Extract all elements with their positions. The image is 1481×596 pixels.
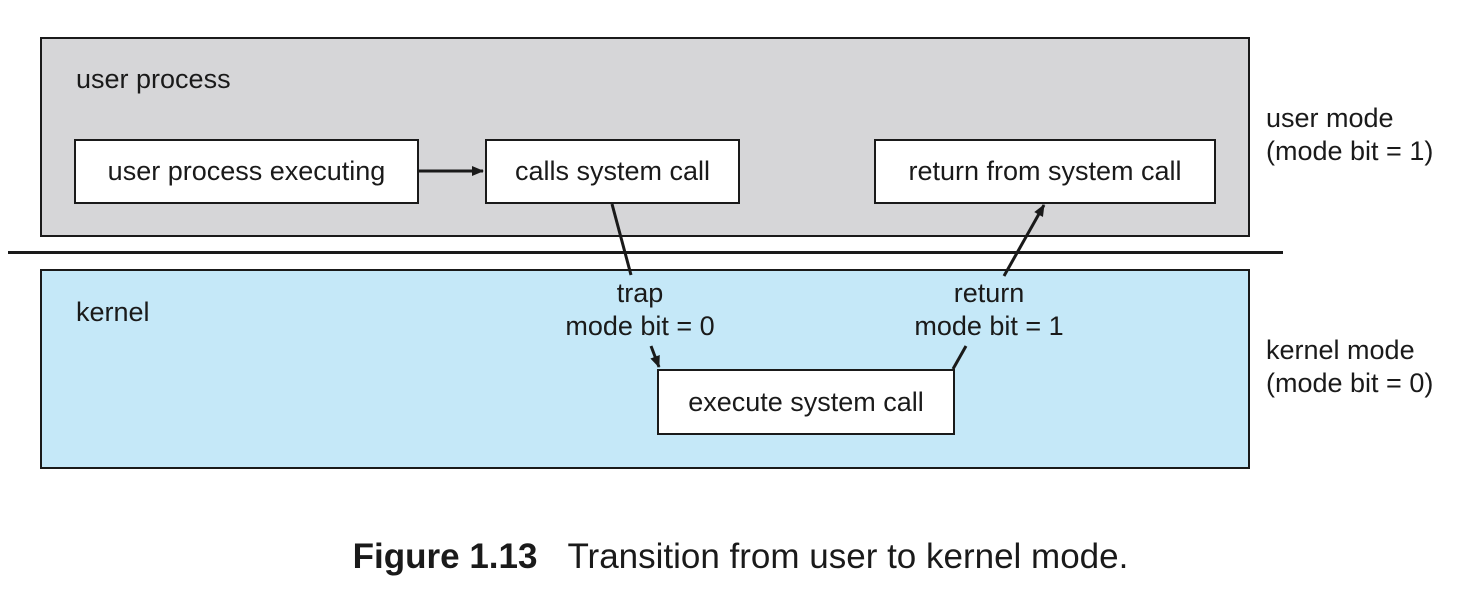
figure-caption-text: Transition from user to kernel mode.: [567, 537, 1129, 576]
user-process-region: user process: [40, 37, 1250, 237]
kernel-mode-label-line1: kernel mode: [1266, 335, 1415, 365]
execute-system-call-box: execute system call: [657, 369, 955, 435]
kernel-region: kernel: [40, 269, 1250, 469]
return-label-line2: mode bit = 1: [914, 311, 1064, 341]
figure-number: Figure 1.13: [352, 537, 538, 576]
user-process-executing-text: user process executing: [107, 156, 386, 186]
kernel-mode-label: kernel mode (mode bit = 0): [1266, 334, 1433, 400]
trap-label-line1: trap: [616, 278, 664, 308]
return-from-system-call-box: return from system call: [874, 139, 1216, 204]
return-label-line1: return: [953, 278, 1025, 308]
user-mode-label-line1: user mode: [1266, 103, 1394, 133]
execute-system-call-text: execute system call: [688, 386, 924, 417]
mode-boundary-line: [8, 251, 1283, 254]
calls-system-call-box: calls system call: [485, 139, 740, 204]
user-process-executing-box: user process executing: [74, 139, 419, 204]
trap-label-line2: mode bit = 0: [565, 311, 715, 341]
trap-label: trap mode bit = 0: [540, 277, 740, 343]
return-label: return mode bit = 1: [889, 277, 1089, 343]
calls-system-call-text: calls system call: [514, 156, 711, 186]
user-mode-label: user mode (mode bit = 1): [1266, 102, 1433, 168]
figure-caption: Figure 1.13 Transition from user to kerne…: [0, 537, 1481, 577]
kernel-mode-label-line2: (mode bit = 0): [1266, 368, 1434, 398]
user-process-label: user process: [76, 64, 231, 94]
kernel-label: kernel: [76, 297, 150, 327]
user-mode-label-line2: (mode bit = 1): [1266, 136, 1434, 166]
return-from-system-call-text: return from system call: [908, 156, 1182, 186]
